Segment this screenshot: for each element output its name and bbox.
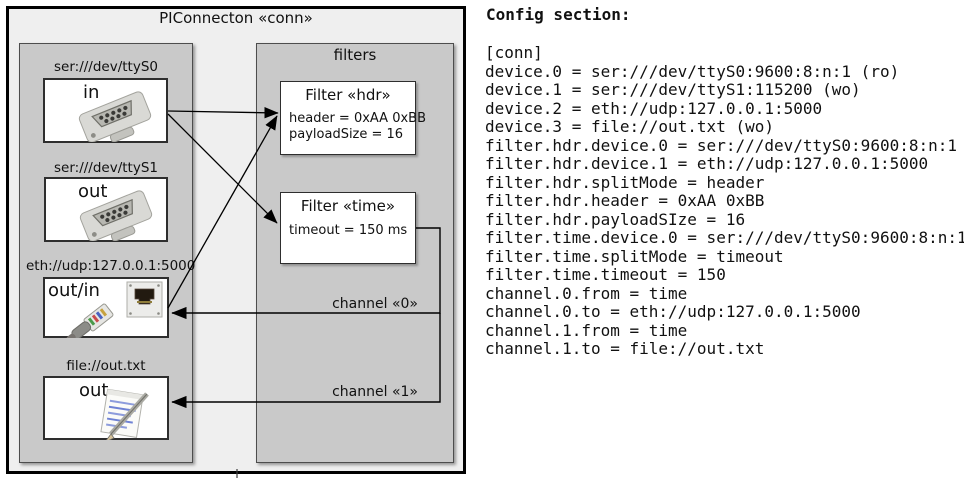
channel-1-label: channel «1»: [332, 384, 418, 400]
device-mode-label: out: [78, 181, 108, 202]
filter-time-box: Filter «time» timeout = 150 ms: [280, 192, 416, 264]
device-box-eth: out/in: [43, 277, 169, 338]
filters-panel-title: filters: [333, 46, 377, 64]
filter-hdr-prop-payload: payloadSize = 16: [289, 127, 404, 142]
device-mode-label: out/in: [48, 280, 100, 301]
device-box-ttyS1: out: [44, 177, 168, 242]
channel-0-label: channel «0»: [332, 296, 418, 312]
ethernet-connector-icon: [66, 281, 163, 338]
diagram-title: PIConnecton «conn»: [159, 9, 313, 27]
device-mode-label: out: [79, 380, 109, 401]
config-section-heading: Config section:: [486, 5, 631, 24]
device-label-eth: eth://udp:127.0.0.1:5000: [26, 258, 196, 274]
filter-hdr-box: Filter «hdr» header = 0xAA 0xBB payloadS…: [280, 81, 426, 155]
filter-time-prop-timeout: timeout = 150 ms: [289, 223, 408, 238]
serial-connector-icon: [79, 190, 153, 241]
serial-connector-icon: [78, 91, 152, 142]
filter-hdr-prop-header: header = 0xAA 0xBB: [289, 111, 427, 126]
filter-time-title: Filter «time»: [300, 197, 396, 215]
config-listing: [conn] device.0 = ser:///dev/ttyS0:9600:…: [485, 44, 964, 358]
device-label-file: file://out.txt: [66, 358, 146, 374]
notepad-icon: [100, 388, 149, 440]
device-label-ttyS1: ser:///dev/ttyS1: [54, 160, 158, 176]
filter-hdr-title: Filter «hdr»: [305, 86, 391, 104]
device-box-ttyS0: in: [43, 78, 168, 143]
device-box-file: out: [43, 376, 169, 440]
device-mode-label: in: [83, 82, 100, 103]
device-label-ttyS0: ser:///dev/ttyS0: [54, 59, 158, 75]
